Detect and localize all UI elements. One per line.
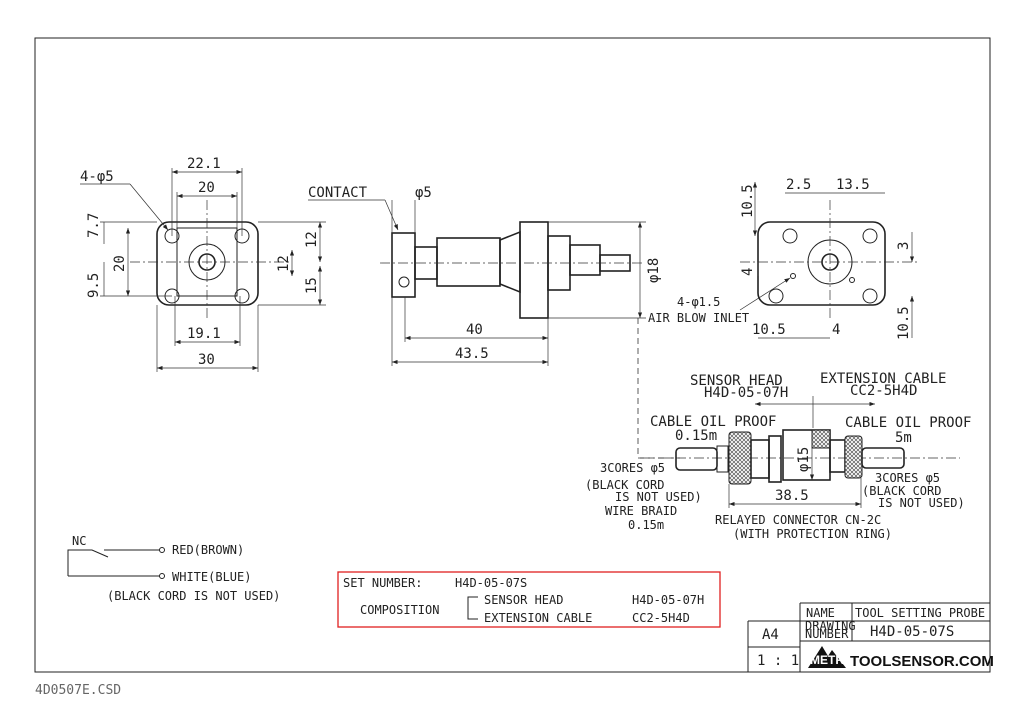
logo-text: METROL	[810, 653, 861, 667]
label-right-black-1: (BLACK CORD	[862, 484, 941, 498]
label-sensor-head-code: H4D-05-07H	[704, 385, 788, 401]
value-name: TOOL SETTING PROBE	[855, 606, 985, 620]
label-inlet-holes: 4-φ1.5	[677, 295, 720, 309]
label-wiring-note: (BLACK CORD IS NOT USED)	[107, 589, 280, 603]
label-composition: COMPOSITION	[360, 603, 439, 617]
label-relay-note: (WITH PROTECTION RING)	[733, 527, 892, 541]
composition-item-code: H4D-05-07H	[632, 593, 704, 607]
dim-right-top: 3	[896, 242, 912, 250]
website-link[interactable]: TOOLSENSOR.COM	[850, 653, 994, 670]
label-red-wire: RED(BROWN)	[172, 543, 244, 557]
dim-bottom-width: 30	[198, 352, 215, 368]
dim-right-bottom: 15	[304, 277, 320, 294]
value-drawing-number: H4D-05-07S	[870, 624, 954, 640]
label-nc: NC	[72, 534, 86, 548]
dim-holes: 4-φ5	[80, 169, 114, 185]
value-set-number: H4D-05-07S	[455, 576, 527, 590]
dim-right-mid: 12	[276, 255, 292, 272]
label-sensor-head: SENSOR HEAD	[690, 373, 783, 389]
dim-width-holes: 22.1	[187, 156, 221, 172]
dim-right-bottom: 10.5	[896, 306, 912, 340]
dim-contact-dia: φ5	[415, 185, 432, 201]
composition-item-name: SENSOR HEAD	[484, 593, 563, 607]
value-scale: 1 : 1	[757, 653, 799, 669]
dim-top-a: 2.5	[786, 177, 811, 193]
dim-left-top: 7.7	[86, 213, 102, 238]
dim-connector-length: 38.5	[775, 488, 809, 504]
label-right-cable: CABLE OIL PROOF	[845, 415, 971, 431]
dim-connector-dia: φ15	[796, 447, 812, 472]
dim-length-2: 43.5	[455, 346, 489, 362]
label-air-blow-inlet: AIR BLOW INLET	[648, 311, 749, 325]
dim-right-top: 12	[304, 231, 320, 248]
set-number-box: SET NUMBER: H4D-05-07S COMPOSITION SENSO…	[337, 571, 721, 628]
dim-width-inner: 20	[198, 180, 215, 196]
dim-top-b: 13.5	[836, 177, 870, 193]
dim-bottom-a: 10.5	[752, 322, 786, 338]
label-right-cores: 3CORES φ5	[875, 471, 940, 485]
label-left-black-2: IS NOT USED)	[615, 490, 702, 504]
label-ext-cable: EXTENSION CABLE	[820, 371, 946, 387]
label-left-cable-len: 0.15m	[675, 428, 717, 444]
file-name: 4D0507E.CSD	[35, 683, 121, 698]
dim-top-left: 10.5	[740, 184, 756, 218]
dim-left-height: 20	[112, 255, 128, 272]
dim-left-mid: 4	[740, 268, 756, 276]
front-view: 22.1 20 4-φ5 7.7 20 9.5 12 12 15 19.1 30	[80, 156, 326, 372]
metrol-logo: METROL	[808, 646, 861, 668]
label-drawing-1: DRAWING	[805, 619, 856, 633]
label-contact: CONTACT	[308, 185, 368, 201]
wiring-diagram: NC RED(BROWN) WHITE(BLUE) (BLACK CORD IS…	[67, 534, 280, 603]
dim-bottom-inner: 19.1	[187, 326, 221, 342]
label-ext-cable-code: CC2-5H4D	[850, 383, 917, 399]
label-left-cores: 3CORES φ5	[600, 461, 665, 475]
label-right-cable-len: 5m	[895, 430, 912, 446]
label-right-black-2: IS NOT USED)	[878, 496, 965, 510]
label-set-number: SET NUMBER:	[343, 576, 422, 590]
dim-length-1: 40	[466, 322, 483, 338]
label-left-cable: CABLE OIL PROOF	[650, 414, 776, 430]
value-paper-size: A4	[762, 627, 779, 643]
composition-item-code: CC2-5H4D	[632, 611, 690, 625]
label-white-wire: WHITE(BLUE)	[172, 570, 251, 584]
connector-view: SENSOR HEAD H4D-05-07H EXTENSION CABLE C…	[585, 318, 971, 541]
rear-view: 10.5 2.5 13.5 3 4 4-φ1.5 AIR BLOW INLET …	[648, 177, 920, 340]
label-wire-braid-len: 0.15m	[628, 518, 664, 532]
label-wire-braid: WIRE BRAID	[605, 504, 677, 518]
label-relay-connector: RELAYED CONNECTOR CN-2C	[715, 513, 881, 527]
side-view: CONTACT φ5 φ18 40 43.5	[308, 185, 662, 366]
label-name: NAME	[806, 606, 835, 620]
label-left-black-1: (BLACK CORD	[585, 478, 664, 492]
drawing-border	[34, 37, 991, 673]
dim-body-dia: φ18	[646, 258, 662, 283]
label-drawing-2: NUMBER	[805, 627, 849, 641]
flange-outline	[156, 221, 259, 306]
title-block: NAME TOOL SETTING PROBE DRAWING NUMBER H…	[747, 602, 994, 672]
dim-bottom-b: 4	[832, 322, 840, 338]
dim-left-bottom: 9.5	[86, 273, 102, 298]
composition-item-name: EXTENSION CABLE	[484, 611, 592, 625]
